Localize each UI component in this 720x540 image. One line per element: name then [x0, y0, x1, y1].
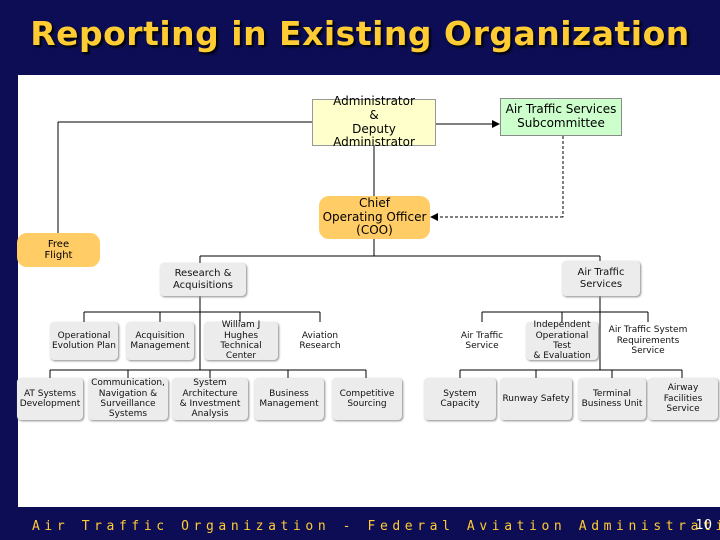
- page-number: 10: [695, 518, 712, 533]
- business-management-box: Business Management: [254, 378, 324, 420]
- slide-title: Reporting in Existing Organization: [30, 14, 690, 53]
- coo-box: Chief Operating Officer (COO): [319, 196, 430, 239]
- cns-box: Communication, Navigation & Surveillance…: [88, 378, 168, 420]
- system-architecture-box: System Architecture & Investment Analysi…: [172, 378, 248, 420]
- air-traffic-service-box: Air Traffic Service: [460, 330, 504, 351]
- at-system-requirements-box: Air Traffic System Requirements Service: [608, 325, 688, 357]
- footer: Air Traffic Organization - Federal Aviat…: [0, 515, 720, 540]
- acquisition-management-box: Acquisition Management: [126, 322, 194, 360]
- competitive-sourcing-box: Competitive Sourcing: [332, 378, 402, 420]
- air-traffic-services-box: Air Traffic Services: [562, 261, 640, 296]
- aviation-research-box: Aviation Research: [299, 330, 341, 351]
- subcommittee-box: Air Traffic Services Subcommittee: [500, 98, 622, 136]
- airway-facilities-box: Airway Facilities Service: [648, 378, 718, 420]
- william-j-hughes-box: William J Hughes Technical Center: [204, 320, 278, 361]
- at-systems-development-box: AT Systems Development: [17, 378, 83, 420]
- arrow-head-subcommittee: [492, 120, 500, 128]
- free-flight-box: Free Flight: [17, 233, 100, 267]
- system-capacity-box: System Capacity: [424, 378, 496, 420]
- arrow-head-coo: [430, 213, 438, 221]
- terminal-business-unit-box: Terminal Business Unit: [578, 378, 646, 420]
- runway-safety-box: Runway Safety: [500, 378, 572, 420]
- administrator-box: Administrator & Deputy Administrator: [312, 94, 436, 149]
- operational-evolution-plan-box: Operational Evolution Plan: [50, 322, 118, 360]
- research-acquisitions-box: Research & Acquisitions: [160, 263, 246, 296]
- footer-text: Air Traffic Organization - Federal Aviat…: [32, 519, 720, 534]
- independent-operational-test-box: Independent Operational Test & Evaluatio…: [526, 320, 598, 361]
